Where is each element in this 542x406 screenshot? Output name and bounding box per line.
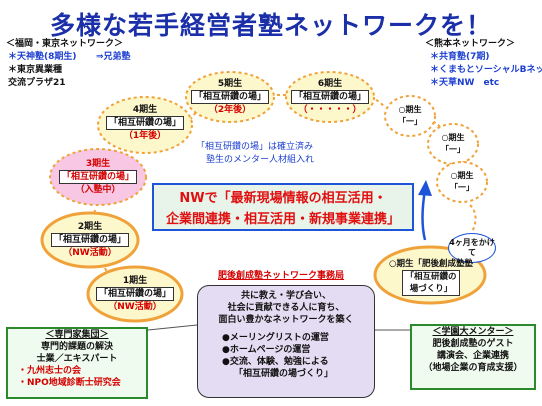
cohort-6-place: 「相互研鑽の場」: [290, 90, 369, 104]
right-network-line2: ＊くまもとソーシャルBネット: [430, 65, 542, 75]
left-network-line1b: ⇒兄弟塾: [96, 52, 131, 62]
center-message-box: NWで「最新現場情報の相互活用・ 企業間連携・相互活用・新規事業連携」: [152, 183, 414, 231]
cohort-4-status: （1年後）: [123, 131, 167, 141]
progress-arrow-icon: [421, 189, 427, 241]
arrow-head-icon: [418, 180, 432, 196]
center-message-line2: 企業間連携・相互活用・新規事業連携」: [165, 212, 400, 227]
cohort-1-name: 1期生: [122, 276, 148, 286]
cohort-o1-ellipse: [384, 95, 436, 137]
hq-text2: 社会に貢献できる人に育ち、: [227, 303, 345, 313]
cohort-6-status: （・・・・・）: [298, 105, 362, 115]
cohort-5-status: （2年後）: [208, 105, 252, 115]
cohort-5-label: 5期生 「相互研鑽の場」 （2年後）: [186, 78, 274, 116]
right-network-line1: ＊共育塾(7期): [430, 52, 490, 62]
right-network-line3: ＊天草NW etc: [430, 78, 500, 88]
cohort-2-place: 「相互研鑽の場」: [50, 233, 129, 247]
new-cohort-line1: ○期生「肥後創成塾塾: [389, 259, 473, 269]
mentors-line1: 肥後創成塾のゲスト: [432, 339, 514, 349]
hq-bullet: 「相互研鑽の場づくり」: [234, 369, 334, 379]
cohort-3-label: 3期生 「相互研鑽の場」 （入塾中）: [50, 158, 146, 196]
hq-bullet: ●ホームページの運営: [222, 345, 311, 355]
new-cohort-box: 「相互研鑽の 場づくり」: [402, 270, 460, 296]
mentors-heading: ＜学園大メンター＞: [432, 327, 514, 337]
page-title: 多様な若手経営者塾ネットワークを！: [49, 11, 492, 40]
right-network-heading: ＜熊本ネットワーク＞: [425, 39, 516, 49]
cohort-1-status: （NW活動）: [108, 302, 162, 312]
cohort-o3-ellipse: [436, 161, 488, 203]
left-network-line3: 交流プラザ21: [8, 78, 66, 88]
mentors-box: ＜学園大メンター＞ 肥後創成塾のゲスト 講演会、企業連携 （地場企業の育成支援）: [410, 324, 536, 390]
cohort-o2-name: ○期生: [441, 133, 465, 142]
cohort-o3-label: ○期生 「一」: [438, 170, 486, 194]
cohort-5-name: 5期生: [217, 79, 243, 89]
hq-bullet: ●交流、体験、勉強による: [222, 357, 329, 367]
left-network-line1a: ＊天神塾(8期生): [8, 52, 77, 62]
cohort-1-label: 1期生 「相互研鑽の場」 （NW活動）: [88, 275, 182, 313]
cohort-o1-label: ○期生 「一」: [386, 104, 434, 128]
experts-box: ＜専門家集団＞ 専門的課題の解決 士業／エキスパート ・九州志士の会 ・NPO地…: [6, 327, 148, 399]
cohort-1-place: 「相互研鑽の場」: [95, 287, 174, 301]
established-note-line2: 塾生のメンター人材組入れ: [206, 155, 315, 165]
cohort-o2-label: ○期生 「一」: [429, 132, 477, 156]
cohort-3-name: 3期生: [85, 159, 111, 169]
hq-label: 肥後創成塾ネットワーク事務局: [218, 271, 345, 281]
cohort-o3-name: ○期生: [450, 171, 474, 180]
mentors-line3: （地場企業の育成支援）: [423, 363, 523, 373]
cohort-2-label: 2期生 「相互研鑽の場」 （NW活動）: [42, 221, 138, 259]
cohort-o2-place: 「一」: [441, 145, 465, 154]
cohort-o2-ellipse: [427, 123, 479, 165]
left-network-line2: ＊東京異業種: [8, 65, 63, 75]
cohort-6-label: 6期生 「相互研鑽の場」 （・・・・・）: [286, 78, 374, 116]
hq-bullet: ●メーリングリストの運営: [222, 333, 329, 343]
cohort-o3-place: 「一」: [450, 183, 474, 192]
new-cohort-line2: 「相互研鑽の: [405, 272, 457, 282]
cohort-5-place: 「相互研鑽の場」: [190, 90, 269, 104]
experts-line1: 専門的課題の解決: [40, 342, 113, 352]
cohort-4-place: 「相互研鑽の場」: [105, 116, 184, 130]
left-network-heading: ＜福岡・東京ネットワーク＞: [6, 39, 124, 49]
center-message-line1: NWで「最新現場情報の相互活用・: [179, 191, 387, 206]
new-cohort-label: ○期生「肥後創成塾塾 「相互研鑽の 場づくり」: [378, 258, 484, 296]
experts-heading: ＜専門家集団＞: [45, 330, 109, 340]
established-note-line1: 「相互研鑽の場」は確立済み: [196, 142, 314, 152]
hq-text1: 共に教え・学び合い、: [240, 291, 331, 301]
period-bubble-line1: 4ヶ月をかけ: [449, 238, 495, 247]
cohort-3-status: （入塾中）: [75, 185, 121, 195]
cohort-4-label: 4期生 「相互研鑽の場」 （1年後）: [98, 104, 192, 142]
hq-box: 共に教え・学び合い、 社会に貢献できる人に育ち、 面白い豊かなネットワークを築く…: [197, 285, 375, 398]
cohort-o1-name: ○期生: [398, 105, 422, 114]
hq-text3: 面白い豊かなネットワークを築く: [218, 315, 354, 325]
period-bubble: 4ヶ月をかけ て: [448, 233, 496, 263]
period-bubble-line2: て: [468, 248, 476, 257]
cohort-6-name: 6期生: [317, 79, 343, 89]
experts-item2: ・NPO地域診断士研究会: [18, 378, 121, 388]
experts-item1: ・九州志士の会: [18, 366, 82, 376]
cohort-2-status: （NW活動）: [63, 248, 117, 258]
cohort-3-place: 「相互研鑽の場」: [58, 170, 137, 184]
mentors-line2: 講演会、企業連携: [436, 351, 509, 361]
experts-line2: 士業／エキスパート: [36, 354, 118, 364]
new-cohort-line3: 場づくり」: [409, 284, 453, 294]
cohort-2-name: 2期生: [77, 222, 103, 232]
cohort-4-name: 4期生: [132, 105, 158, 115]
cohort-o1-place: 「一」: [398, 117, 422, 126]
